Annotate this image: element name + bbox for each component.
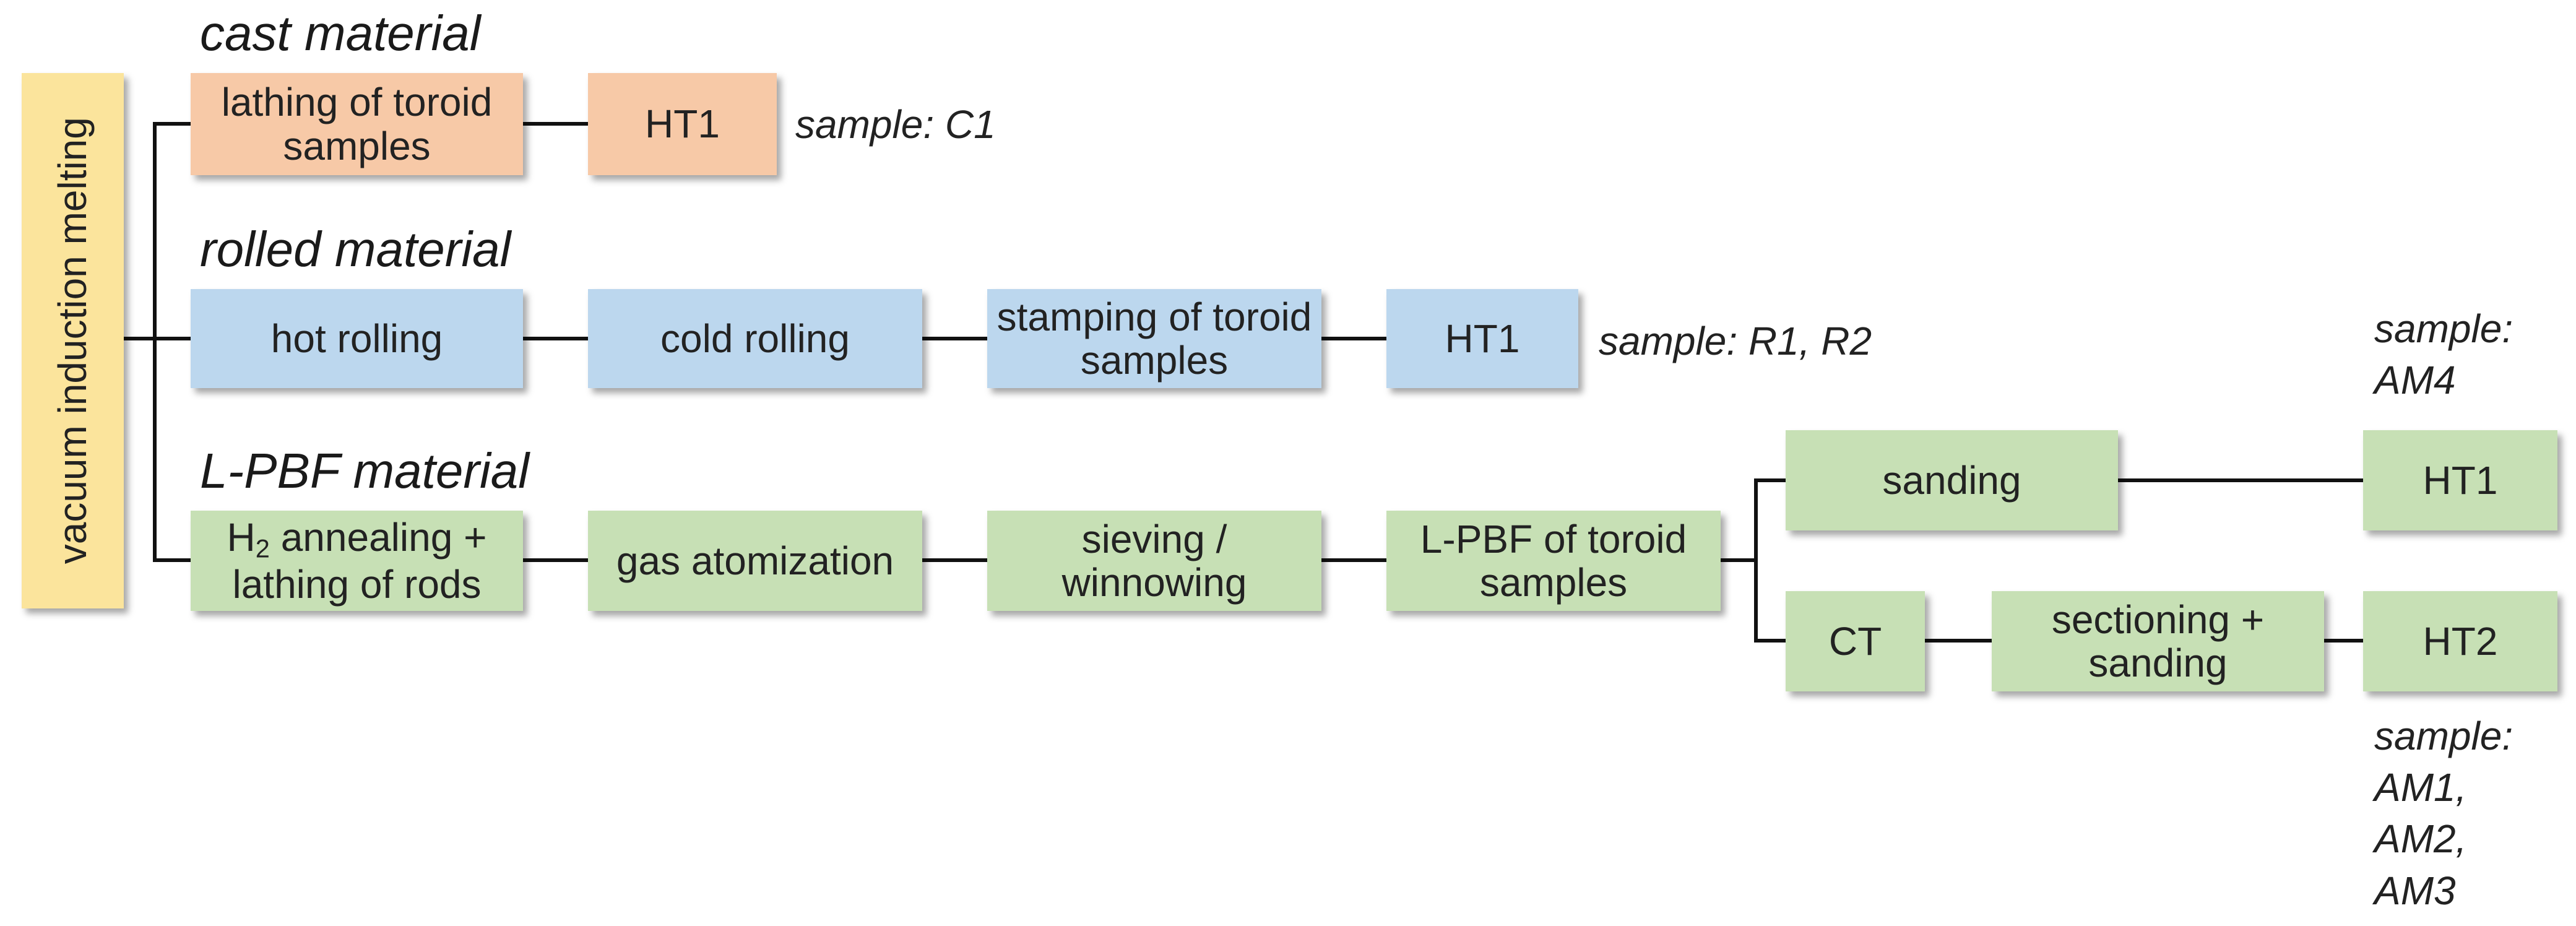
rolled-section-title: rolled material (200, 222, 511, 277)
lpbf-upper-sample-label: sample: AM4 (2374, 306, 2513, 403)
lpbf-upper-sanding-box: sanding (1786, 430, 2118, 530)
rolled-step-ht1-box: HT1 (1386, 289, 1578, 388)
vacuum-induction-melting-box: vacuum induction melting (22, 73, 124, 608)
cast-section-title: cast material (200, 6, 481, 61)
h2-annealing-text: annealing + lathing of rods (232, 514, 487, 607)
lpbf-lower-sectioning-box: sectioning + sanding (1992, 591, 2324, 691)
lpbf-lower-ct-box: CT (1786, 591, 1925, 691)
lpbf-step-h2-annealing-label: H2 annealing + lathing of rods (197, 516, 517, 607)
lpbf-step-sieving-box: sieving / winnowing (987, 511, 1321, 611)
lpbf-lower-sample-label: sample: AM1, AM2, AM3 (2374, 714, 2513, 913)
h2-element-symbol: H (227, 514, 256, 560)
rolled-step-stamping-box: stamping of toroid samples (987, 289, 1321, 388)
lpbf-section-title: L-PBF material (200, 443, 530, 498)
vacuum-induction-melting-label: vacuum induction melting (50, 117, 95, 565)
rolled-step-cold-rolling-box: cold rolling (588, 289, 922, 388)
lpbf-lower-ht2-box: HT2 (2363, 591, 2557, 691)
lpbf-step-gas-atomization-box: gas atomization (588, 511, 922, 611)
lpbf-step-h2-annealing-box: H2 annealing + lathing of rods (191, 511, 523, 611)
rolled-sample-label: sample: R1, R2 (1599, 319, 1872, 363)
cast-sample-label: sample: C1 (795, 102, 996, 147)
h2-subscript: 2 (255, 534, 270, 563)
cast-step-lathing-box: lathing of toroid samples (191, 73, 523, 175)
lpbf-step-lpbf-toroid-box: L-PBF of toroid samples (1386, 511, 1721, 611)
rolled-step-hot-rolling-box: hot rolling (191, 289, 523, 388)
cast-step-ht1-box: HT1 (588, 73, 777, 175)
lpbf-upper-ht1-box: HT1 (2363, 430, 2557, 530)
